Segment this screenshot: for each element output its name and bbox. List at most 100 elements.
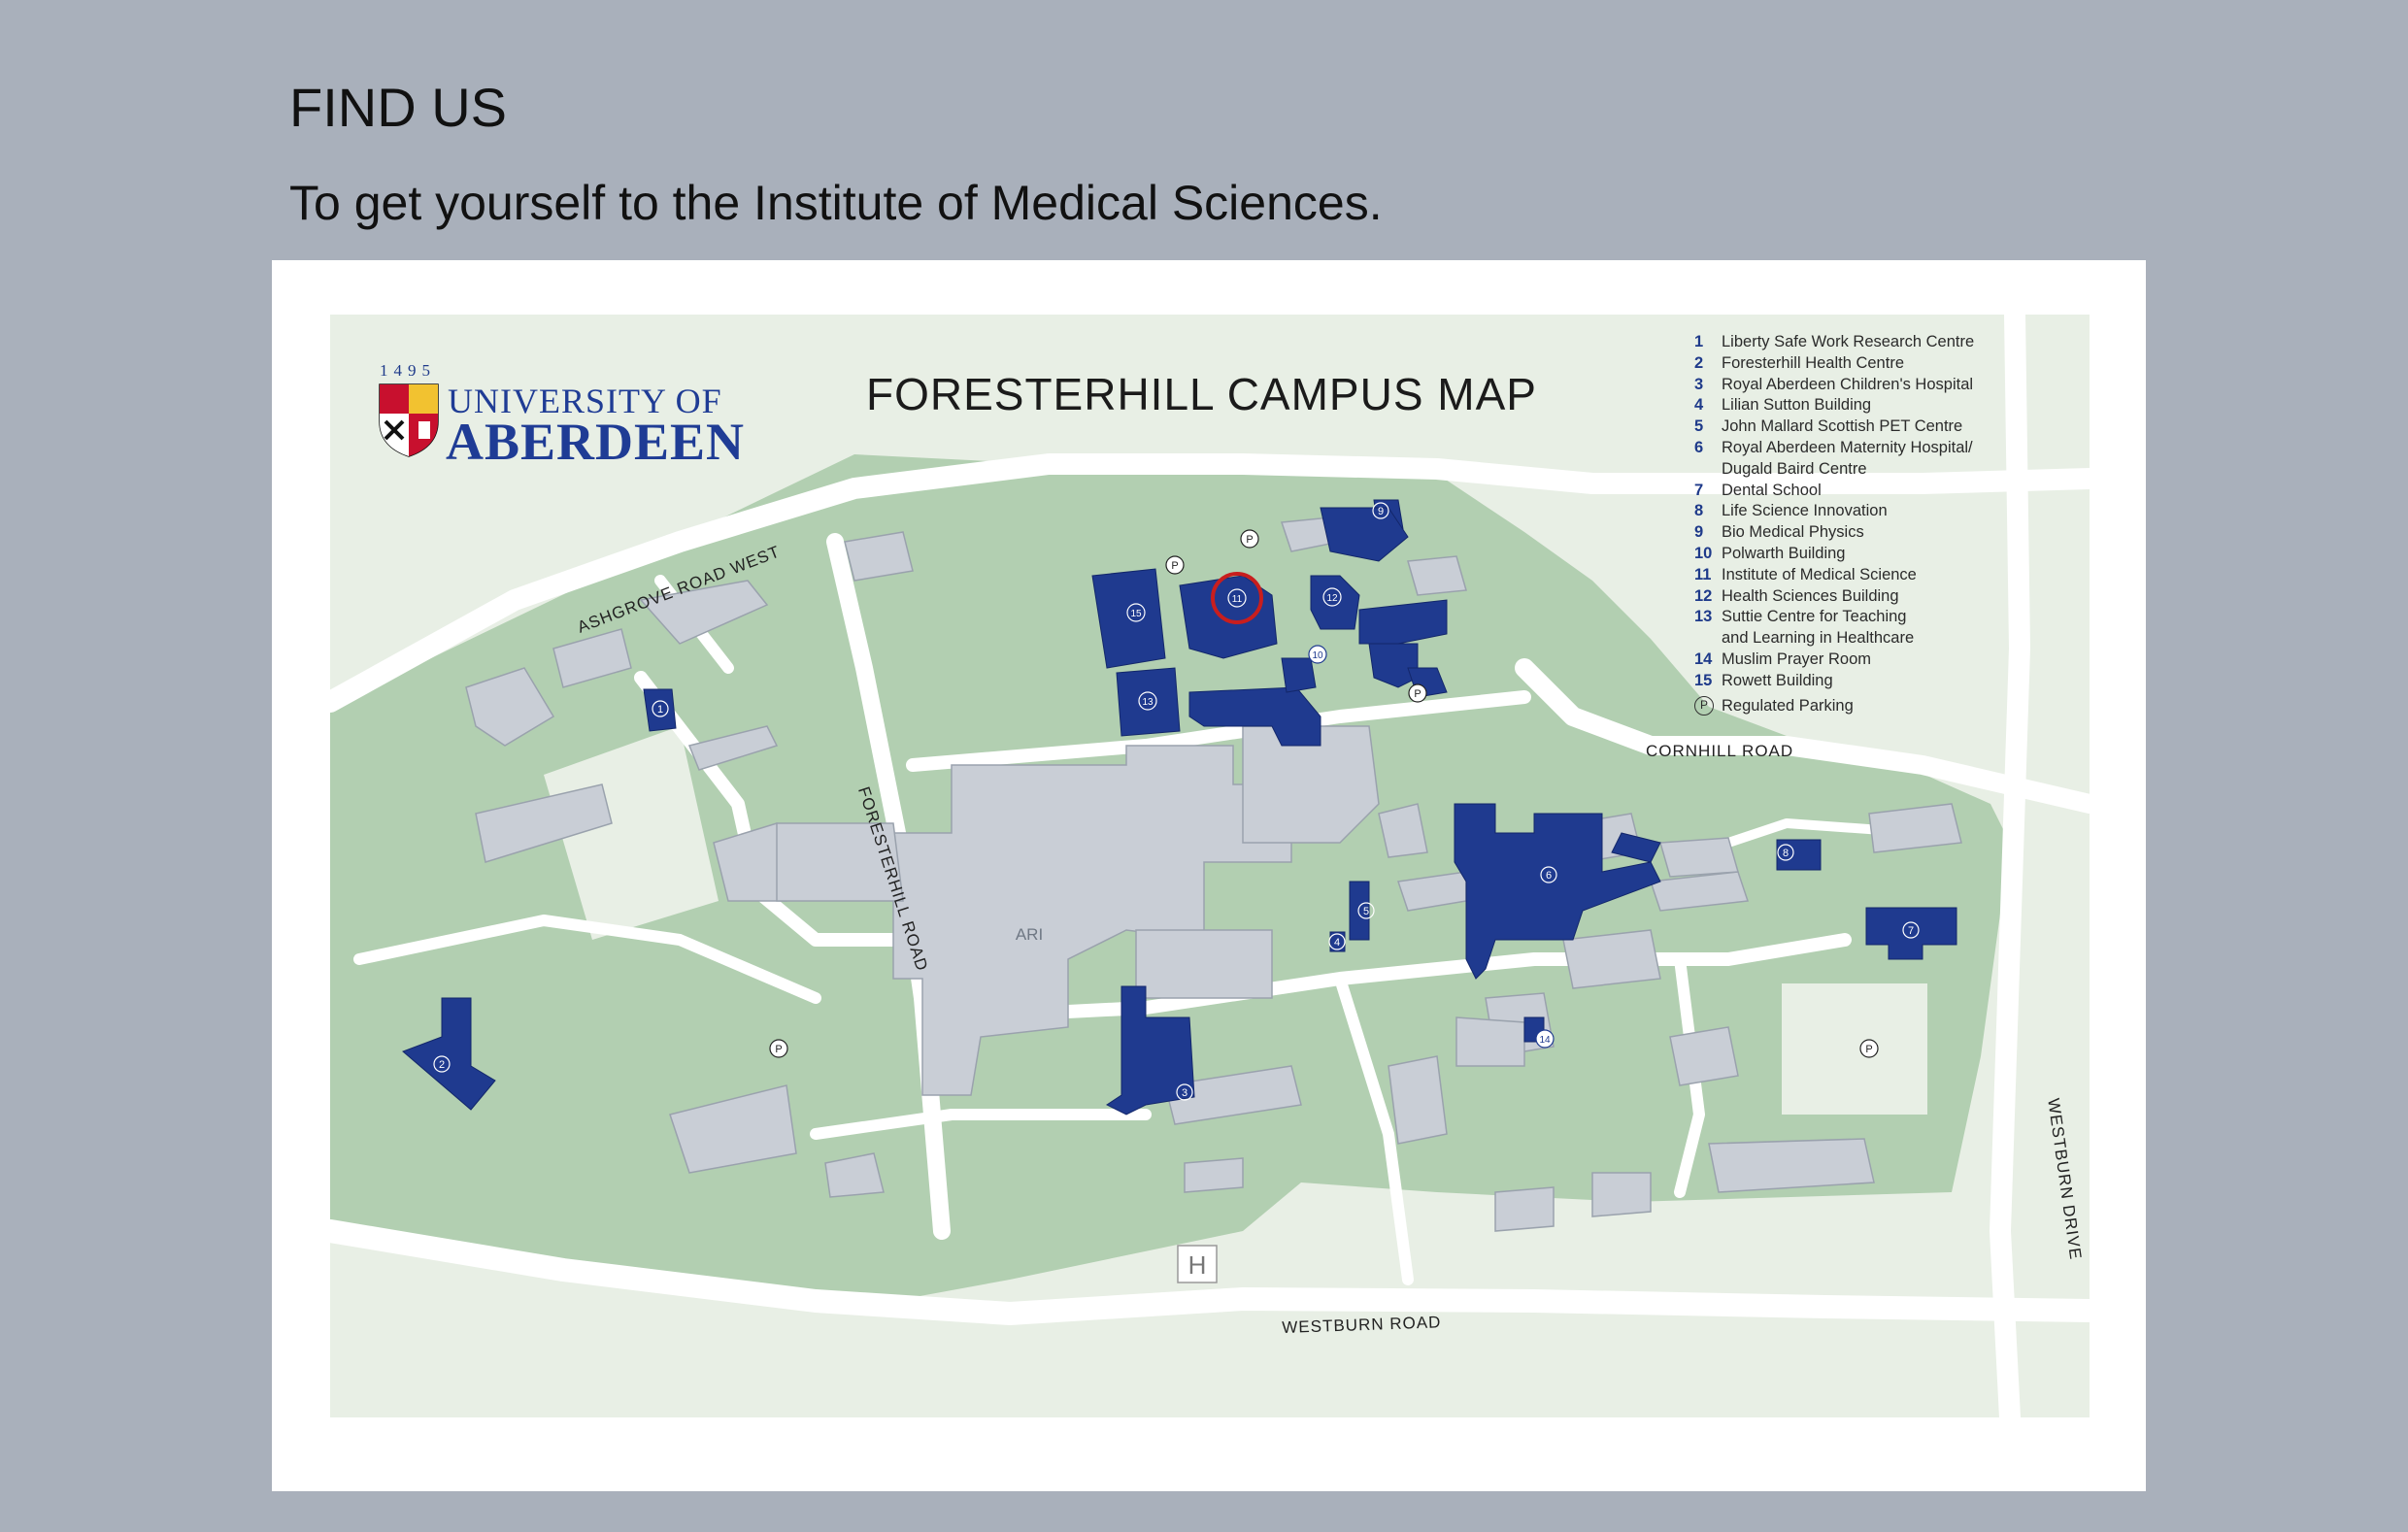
svg-text:7: 7 <box>1908 925 1914 937</box>
building <box>475 783 613 863</box>
ari-label: ARI <box>1016 925 1043 944</box>
road-cornhill <box>1515 658 2099 814</box>
building <box>465 667 555 747</box>
building <box>1494 1186 1555 1232</box>
svg-text:6: 6 <box>1546 870 1552 882</box>
open-land <box>544 726 719 940</box>
building-11 <box>1179 575 1278 659</box>
building-number-13: 13 <box>1138 691 1157 711</box>
building-numbers: 1 2 3 4 5 6 7 8 9 10 12 13 14 15 <box>433 502 1920 1101</box>
building <box>669 1084 797 1174</box>
svg-text:8: 8 <box>1783 848 1789 859</box>
campus-map-card: 1 2 3 4 5 6 7 8 9 10 12 13 14 15 11 P P … <box>272 260 2146 1491</box>
road-ashgrove <box>319 453 2100 713</box>
logo-line-2: ABERDEEN <box>446 413 746 471</box>
building-number-6: 6 <box>1540 866 1557 883</box>
building-number-15: 15 <box>1126 603 1146 622</box>
building <box>1669 1026 1739 1086</box>
road-label-cornhill: CORNHILL ROAD <box>1646 742 1794 760</box>
road-internal <box>1674 953 1705 1198</box>
logo-year: 1495 <box>380 361 436 380</box>
building-number-1: 1 <box>652 700 669 717</box>
building-ari-east <box>1242 725 1380 844</box>
svg-text:5: 5 <box>1363 906 1369 917</box>
road-internal <box>810 1109 1152 1140</box>
helipad: H <box>1177 1245 1218 1283</box>
building <box>1388 1055 1448 1145</box>
building-number-7: 7 <box>1902 921 1920 939</box>
building-5 <box>1349 881 1370 941</box>
building-number-9: 9 <box>1372 502 1389 519</box>
svg-text:H: H <box>1188 1250 1207 1280</box>
parking-icon: P <box>1694 695 1714 716</box>
building-12 <box>1310 575 1360 630</box>
open-land <box>1782 983 1927 1115</box>
building-1 <box>643 688 677 732</box>
svg-text:9: 9 <box>1378 506 1384 517</box>
svg-text:P: P <box>1171 560 1178 572</box>
parking-icon: P <box>1408 683 1427 703</box>
svg-text:P: P <box>1414 688 1421 700</box>
svg-text:2: 2 <box>439 1059 445 1071</box>
highlight-institute-of-medical-science[interactable]: 11 <box>1211 572 1263 624</box>
road-internal <box>353 915 821 1004</box>
university-logo: 1495 UNIVERSITY OF ABERDEEN <box>374 361 744 471</box>
building <box>844 531 914 582</box>
building <box>552 628 632 688</box>
svg-text:P: P <box>775 1044 782 1055</box>
building-number-5: 5 <box>1357 902 1375 919</box>
building <box>1708 1138 1875 1193</box>
building <box>639 580 769 645</box>
building <box>1868 803 1962 853</box>
parking-icon: P <box>1240 529 1259 549</box>
road-westburn <box>318 1219 2101 1325</box>
building <box>1611 832 1661 863</box>
crest-icon <box>379 383 439 457</box>
building-15 <box>1091 568 1166 669</box>
building <box>687 725 779 771</box>
building <box>1281 657 1317 693</box>
svg-text:15: 15 <box>1130 609 1142 619</box>
building-number-3: 3 <box>1176 1083 1193 1101</box>
building-number-12: 12 <box>1322 587 1342 607</box>
building <box>824 1152 885 1198</box>
road-westburn-drive <box>1990 304 2030 1428</box>
hospital-buildings <box>465 516 1962 1232</box>
svg-text:10: 10 <box>1312 650 1323 661</box>
parking-icon: P <box>769 1039 788 1058</box>
building <box>1649 871 1750 912</box>
building <box>1320 507 1409 562</box>
road-internal <box>945 933 1852 1024</box>
building-number-14: 14 <box>1535 1029 1555 1049</box>
highlight-ring <box>1211 572 1263 624</box>
campus-map[interactable]: 1 2 3 4 5 6 7 8 9 10 12 13 14 15 11 P P … <box>272 260 2146 1491</box>
building <box>1591 1172 1652 1217</box>
logo-line-1: UNIVERSITY OF <box>448 382 722 420</box>
svg-text:P: P <box>1246 534 1253 546</box>
building-8 <box>1776 839 1822 871</box>
university-buildings <box>402 499 1957 1116</box>
building <box>1407 555 1467 596</box>
building-10 <box>1188 686 1321 747</box>
slide-subtitle: To get yourself to the Institute of Medi… <box>289 176 1383 230</box>
building-7 <box>1865 907 1957 960</box>
building <box>1378 803 1428 858</box>
building-number-4: 4 <box>1328 933 1346 950</box>
building-number-8: 8 <box>1777 844 1794 861</box>
building <box>1184 1157 1244 1193</box>
